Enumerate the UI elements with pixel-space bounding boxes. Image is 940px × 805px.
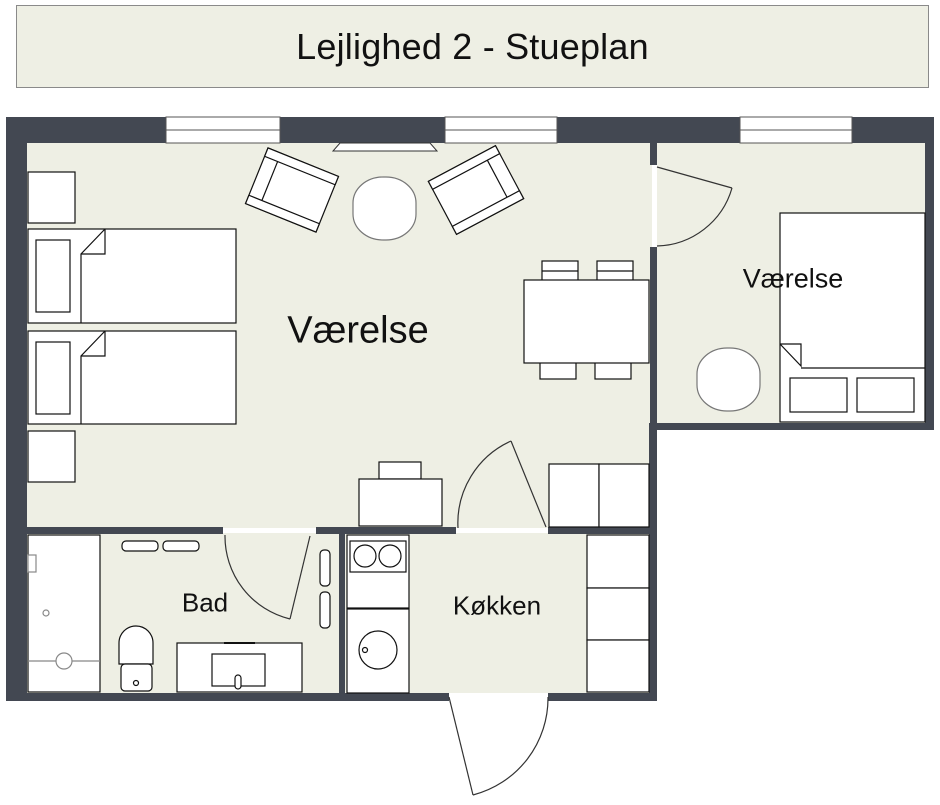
room-label-living: Værelse	[287, 309, 429, 352]
doors	[224, 166, 733, 796]
plan-title-banner: Lejlighed 2 - Stueplan	[16, 5, 929, 88]
windows	[165, 116, 853, 144]
room-label-bedroom: Værelse	[742, 263, 844, 294]
furniture	[27, 144, 926, 694]
room-label-kitchen: Køkken	[452, 590, 542, 621]
room-label-bathroom: Bad	[181, 587, 229, 618]
tv-unit	[331, 142, 439, 152]
plan-title: Lejlighed 2 - Stueplan	[296, 25, 649, 67]
walls	[6, 117, 934, 701]
